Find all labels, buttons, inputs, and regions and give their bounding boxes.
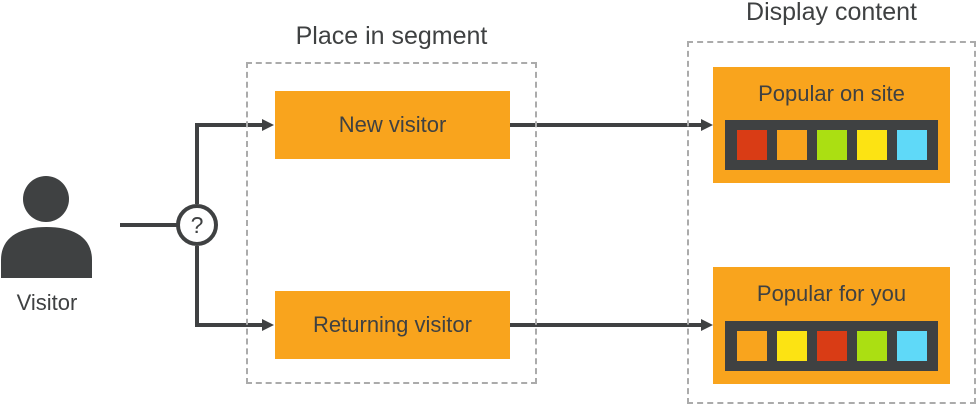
visitor-icon	[1, 176, 92, 278]
segment-section-title: Place in segment	[295, 22, 488, 50]
content-tile	[776, 331, 807, 361]
content-tile	[856, 331, 887, 361]
decision-to-new-visitor-connector	[195, 123, 262, 204]
content-tile-strip	[725, 321, 938, 371]
arrowhead-icon	[262, 119, 274, 131]
display-section-title: Display content	[746, 0, 917, 26]
segment-box-returning-visitor: Returning visitor	[275, 291, 510, 359]
card-popular-for-you: Popular for you	[713, 267, 950, 384]
content-tile	[736, 331, 767, 361]
arrowhead-icon	[701, 319, 713, 331]
card-popular-on-site: Popular on site	[713, 67, 950, 183]
display-container	[687, 41, 976, 404]
decision-node: ?	[176, 204, 218, 246]
connector-lines	[120, 123, 701, 327]
segment-container	[246, 62, 537, 384]
decision-circle	[176, 204, 218, 246]
arrowhead-icon	[262, 319, 274, 331]
content-tile	[856, 130, 887, 160]
decision-question-mark: ?	[191, 212, 204, 238]
arrowheads	[262, 119, 713, 331]
content-tile	[736, 130, 767, 160]
segment-box-new-visitor: New visitor	[275, 91, 510, 159]
decision-to-returning-visitor-connector	[195, 246, 262, 327]
visitor-label: Visitor	[16, 290, 78, 315]
content-tile	[816, 331, 847, 361]
content-tile	[896, 130, 927, 160]
card-popular-for-you-title: Popular for you	[756, 281, 907, 306]
content-tile	[776, 130, 807, 160]
content-tile-strip	[725, 120, 938, 170]
content-tile	[816, 130, 847, 160]
card-popular-on-site-title: Popular on site	[758, 80, 905, 106]
arrowhead-icon	[701, 119, 713, 131]
content-tile	[896, 331, 927, 361]
